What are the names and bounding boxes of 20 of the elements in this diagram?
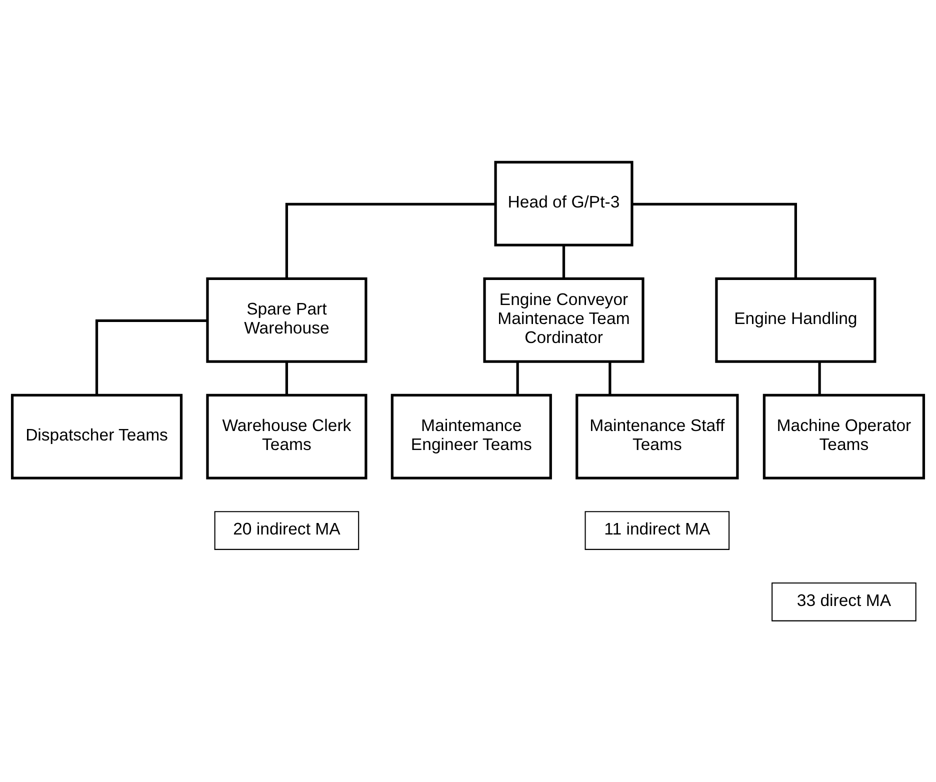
node-box: Machine Operator Teams [762, 393, 926, 479]
connector [608, 361, 612, 394]
node-box: Dispatscher Teams [10, 393, 183, 479]
connector [562, 244, 566, 278]
node-box: 20 indirect MA [214, 510, 360, 550]
connector [285, 361, 288, 394]
connector [95, 318, 208, 395]
node-box: Head of G/Pt-3 [494, 160, 634, 246]
node-box: 33 direct MA [772, 582, 916, 621]
node-box: Engine Handling [715, 276, 876, 362]
node-box: Spare Part Warehouse [206, 276, 368, 362]
connector [632, 202, 797, 278]
node-box: Engine Conveyor Maintenace Team Cordinator [483, 276, 644, 362]
connector [818, 361, 821, 394]
node-box: 11 indirect MA [584, 510, 730, 550]
node-box: Maintemance Engineer Teams [390, 393, 552, 479]
node-box: Maintenance Staff Teams [576, 393, 739, 479]
connector [285, 202, 496, 278]
node-box: Warehouse Clerk Teams [206, 393, 368, 479]
connector [516, 361, 519, 394]
